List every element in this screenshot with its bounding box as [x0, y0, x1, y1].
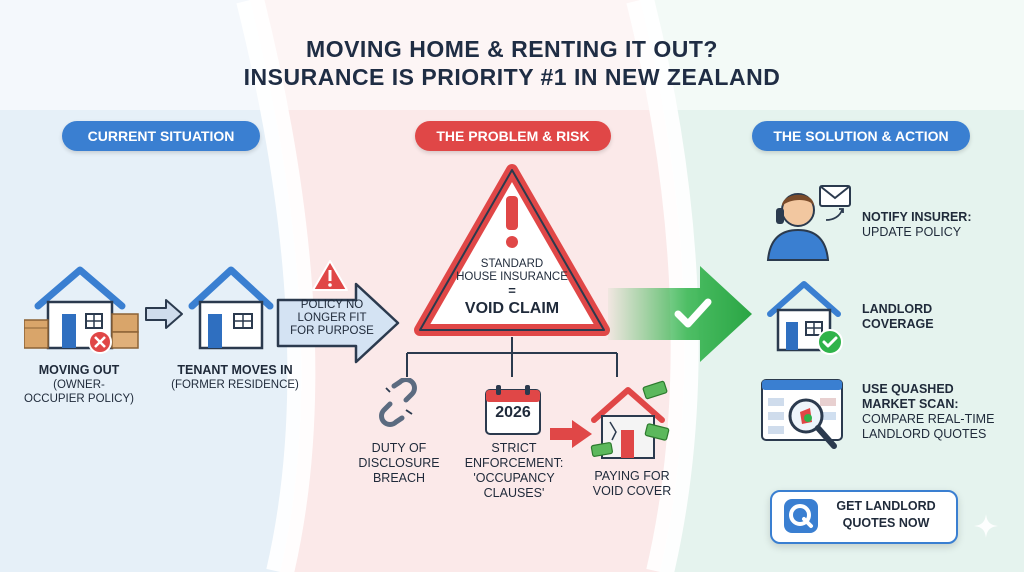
calendar-icon — [485, 385, 541, 435]
cracked-house-money-icon — [590, 380, 670, 459]
risk-label-disclosure: DUTY OF DISCLOSURE BREACH — [358, 441, 440, 485]
warning-result: VOID CLAIM — [464, 300, 560, 317]
warning-equals: = — [508, 283, 516, 298]
risk-label-enforcement: STRICT ENFORCEMENT: 'OCCUPANCY CLAUSES' — [464, 441, 564, 500]
quashed-logo-icon — [784, 499, 818, 533]
market-scan-icon — [761, 379, 843, 449]
warning-triangle-small-icon — [312, 260, 348, 291]
moving-out-house-icon — [24, 266, 139, 354]
section-current-situation: CURRENT SITUATION — [62, 121, 260, 151]
section-solution-action: THE SOLUTION & ACTION — [752, 121, 970, 151]
risk-connector-lines — [406, 337, 618, 377]
cta-label: GET LANDLORD QUOTES NOW — [836, 499, 936, 530]
policy-note: POLICY NO LONGER FIT FOR PURPOSE — [290, 299, 374, 337]
moving-out-title: MOVING OUT — [38, 363, 120, 377]
warning-line2: HOUSE INSURANCE — [456, 271, 568, 283]
moving-out-subtitle: (OWNER-OCCUPIER POLICY) — [24, 379, 134, 405]
solution-arrow-icon — [608, 266, 752, 362]
calendar-year: 2026 — [495, 404, 531, 421]
person-phone-icon — [766, 185, 851, 261]
tenant-subtitle: (FORMER RESIDENCE) — [171, 379, 299, 391]
policy-arrow-icon — [276, 282, 400, 364]
section-problem-risk: THE PROBLEM & RISK — [415, 121, 611, 151]
step1-detail: UPDATE POLICY — [862, 225, 962, 239]
risk-label-void-cover: PAYING FOR VOID COVER — [592, 469, 672, 498]
step3-title: USE QUASHED MARKET SCAN: — [862, 382, 959, 411]
landlord-house-icon — [767, 281, 843, 355]
tenant-house-icon — [188, 266, 274, 350]
page-title-line2: INSURANCE IS PRIORITY #1 IN NEW ZEALAND — [243, 64, 781, 90]
broken-chain-icon — [379, 378, 417, 427]
get-landlord-quotes-button[interactable]: GET LANDLORD QUOTES NOW — [770, 490, 958, 544]
sparkle-icon — [974, 514, 998, 538]
red-arrow-icon — [550, 420, 592, 448]
step1-title: NOTIFY INSURER: — [862, 210, 972, 224]
tenant-title: TENANT MOVES IN — [177, 363, 293, 377]
warning-line1: STANDARD — [480, 258, 544, 270]
page-title-line1: MOVING HOME & RENTING IT OUT? — [306, 36, 718, 62]
arrow-right-icon — [145, 299, 183, 329]
warning-triangle-icon — [414, 164, 610, 336]
step3-detail: COMPARE REAL-TIME LANDLORD QUOTES — [862, 412, 995, 441]
step2-title: LANDLORD COVERAGE — [862, 302, 934, 331]
